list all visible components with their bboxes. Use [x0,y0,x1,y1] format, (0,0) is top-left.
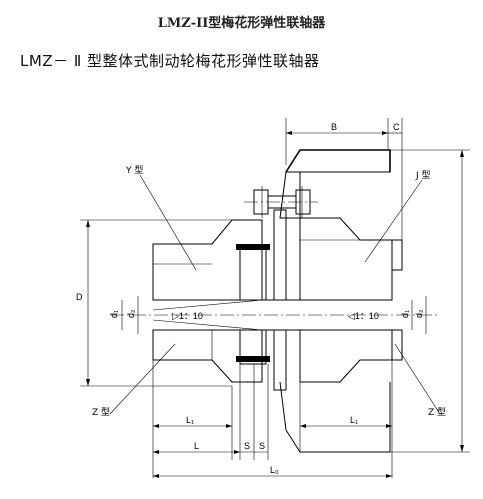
label-d1-left: d₁ [109,310,119,318]
label-z-type-right: Z 型 [428,407,446,418]
shaft-lines [110,299,440,331]
label-c: C [393,122,400,132]
label-d2-right: d₂ [414,309,424,318]
label-z-type-left: Z 型 [92,407,110,418]
elastic-element [236,244,270,365]
dimensions [80,118,470,478]
bolt [244,186,318,218]
brake-wheel [279,149,403,453]
label-s1: S [244,441,250,451]
label-l1-left: L₁ [186,415,194,425]
label-d1-right: d₁ [400,310,410,318]
label-d: D [76,292,83,302]
leader-lines [109,174,441,415]
page-title: LMZ-II型梅花形弹性联轴器 [157,16,326,31]
label-taper-right: ◁1：10 [348,311,379,321]
label-l1-right: L₁ [350,415,358,425]
label-l: L [194,441,199,451]
label-b: B [331,122,337,132]
page-subtitle: LMZ－ Ⅱ 型整体式制动轮梅花形弹性联轴器 [20,52,320,70]
label-j-type: J 型 [415,170,431,181]
label-y-type: Y 型 [125,165,143,176]
label-l0: L₀ [270,465,279,475]
label-taper-left: ▷1：10 [172,311,203,321]
label-s2: S [259,441,265,451]
label-d2-left: d₂ [126,309,136,318]
